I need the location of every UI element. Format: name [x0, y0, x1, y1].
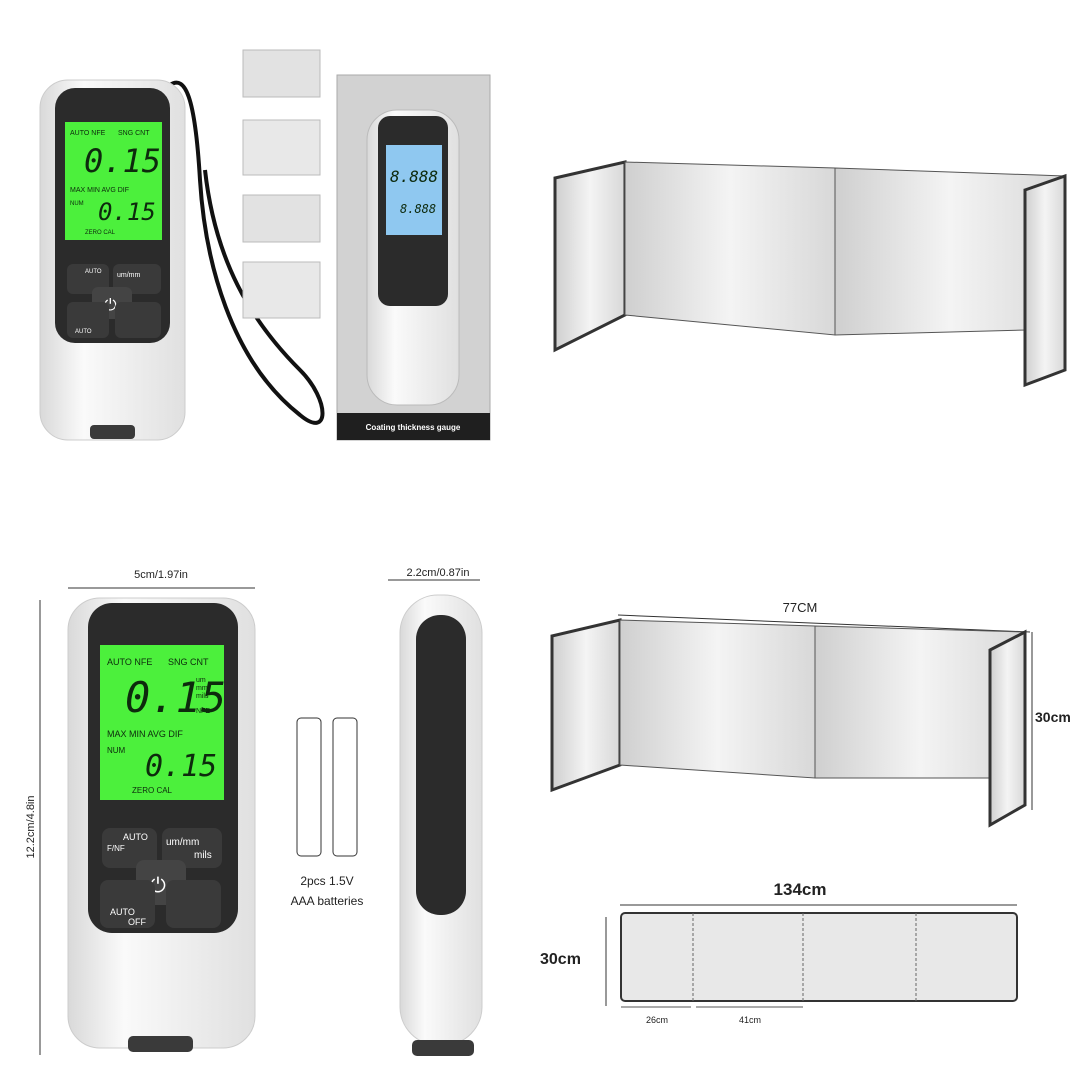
auto-off-label-1: AUTO	[110, 907, 135, 917]
lcd-stats-label: MAX MIN AVG DIF	[107, 729, 183, 739]
lcd-num-label: NUM	[107, 746, 126, 755]
battery-label-2: AAA batteries	[291, 894, 364, 908]
backlight-button[interactable]	[100, 880, 155, 928]
lcd-num-label: NUM	[70, 201, 84, 207]
box-lcd-main: 8.888	[390, 167, 438, 186]
gauge-side-view: 2.2cm/0.87in	[388, 567, 483, 1056]
box-lcd-secondary: 8.888	[400, 202, 436, 216]
windscreen-photo-dimensioned: 77CM 30cm	[550, 600, 1071, 828]
lcd-main-reading: 0.15	[84, 142, 161, 180]
lcd-count-label: SNG CNT	[168, 657, 209, 667]
gauge-front-top: AUTO NFE SNG CNT 0.15 MAX MIN AVG DIF NU…	[39, 79, 325, 441]
zero-button[interactable]	[115, 302, 161, 338]
auto-off-label-2: OFF	[128, 917, 146, 927]
lcd-screen	[65, 122, 162, 240]
auto-off-label: AUTO	[75, 329, 92, 335]
gauge-front-dimensioned: 5cm/1.97in 12.2cm/4.8in AUTO NFE SNG CNT…	[25, 569, 256, 1055]
lcd-zero-cal-label: ZERO CAL	[85, 230, 116, 236]
lcd-mode-label: AUTO NFE	[70, 130, 106, 137]
lcd-main-reading: 0.15	[125, 673, 226, 722]
probe	[90, 425, 135, 439]
lcd-stats-label: MAX MIN AVG DIF	[70, 187, 129, 194]
fnf-auto-label: AUTO	[123, 832, 148, 842]
lcd-secondary-reading: 0.15	[98, 198, 156, 226]
gauge-height-label: 12.2cm/4.8in	[25, 796, 37, 859]
fnf-label: F/NF	[107, 844, 125, 853]
calibration-plates	[242, 49, 321, 319]
units-button[interactable]	[162, 828, 222, 868]
lcd-count-label: SNG CNT	[118, 130, 150, 137]
unit-mode: NFE	[196, 708, 210, 715]
fnf-button[interactable]	[67, 264, 109, 294]
units-button-label: um/mm	[117, 272, 141, 279]
units-label: um/mm	[166, 837, 199, 848]
unit-um: um	[196, 677, 206, 684]
flat-height-label: 30cm	[540, 951, 581, 968]
fnf-button-label: AUTO	[85, 269, 102, 275]
gauge-width-label: 5cm/1.97in	[134, 569, 188, 581]
mils-label: mils	[194, 850, 212, 861]
lcd-zero-cal-label: ZERO CAL	[132, 786, 173, 795]
lcd-secondary-reading: 0.15	[145, 749, 217, 784]
windscreen-photo-top	[553, 160, 1067, 388]
screen-length-label: 77CM	[783, 600, 818, 615]
batteries: 2pcs 1.5V AAA batteries	[291, 717, 364, 908]
lcd-mode-label: AUTO NFE	[107, 657, 152, 667]
gauge-depth-label: 2.2cm/0.87in	[407, 567, 470, 579]
box-label: Coating thickness gauge	[366, 423, 461, 432]
zero-button[interactable]	[166, 880, 221, 928]
fnf-button[interactable]	[102, 828, 157, 868]
windscreen-flat-diagram: 134cm 30cm 26cm 41cm	[540, 880, 1018, 1025]
unit-mm: mm	[196, 685, 208, 692]
unit-mils: mils	[196, 693, 209, 700]
backlight-button[interactable]	[67, 302, 109, 338]
units-button[interactable]	[113, 264, 161, 294]
screen-height-label: 30cm	[1035, 709, 1071, 725]
flat-length-label: 134cm	[774, 880, 827, 899]
battery-label-1: 2pcs 1.5V	[300, 874, 353, 888]
product-box: Coating thickness gauge 8.888 8.888	[336, 74, 491, 441]
probe	[128, 1036, 193, 1052]
panel-large-label: 41cm	[739, 1015, 761, 1025]
panel-small-label: 26cm	[646, 1015, 668, 1025]
